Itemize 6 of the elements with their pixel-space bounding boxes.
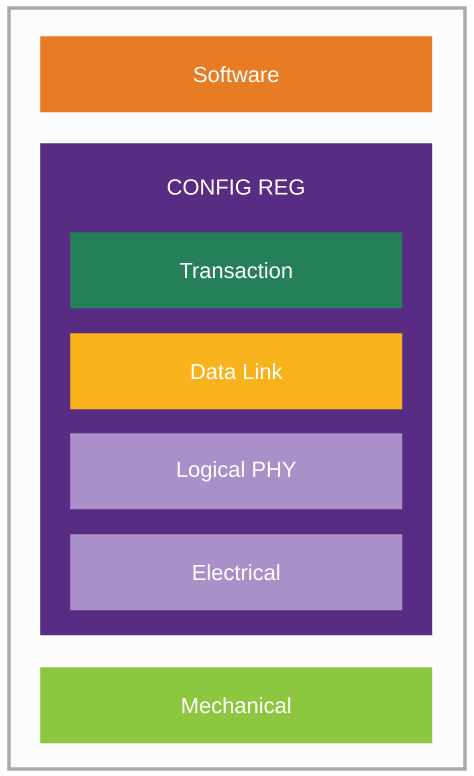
layer-box: Logical PHY bbox=[70, 433, 402, 510]
layer-box: Data Link bbox=[70, 333, 402, 410]
layer-box: Electrical bbox=[70, 534, 402, 610]
layer-box: Software bbox=[40, 36, 432, 112]
layer-box: Transaction bbox=[70, 232, 402, 308]
layer-box: Mechanical bbox=[40, 667, 432, 744]
